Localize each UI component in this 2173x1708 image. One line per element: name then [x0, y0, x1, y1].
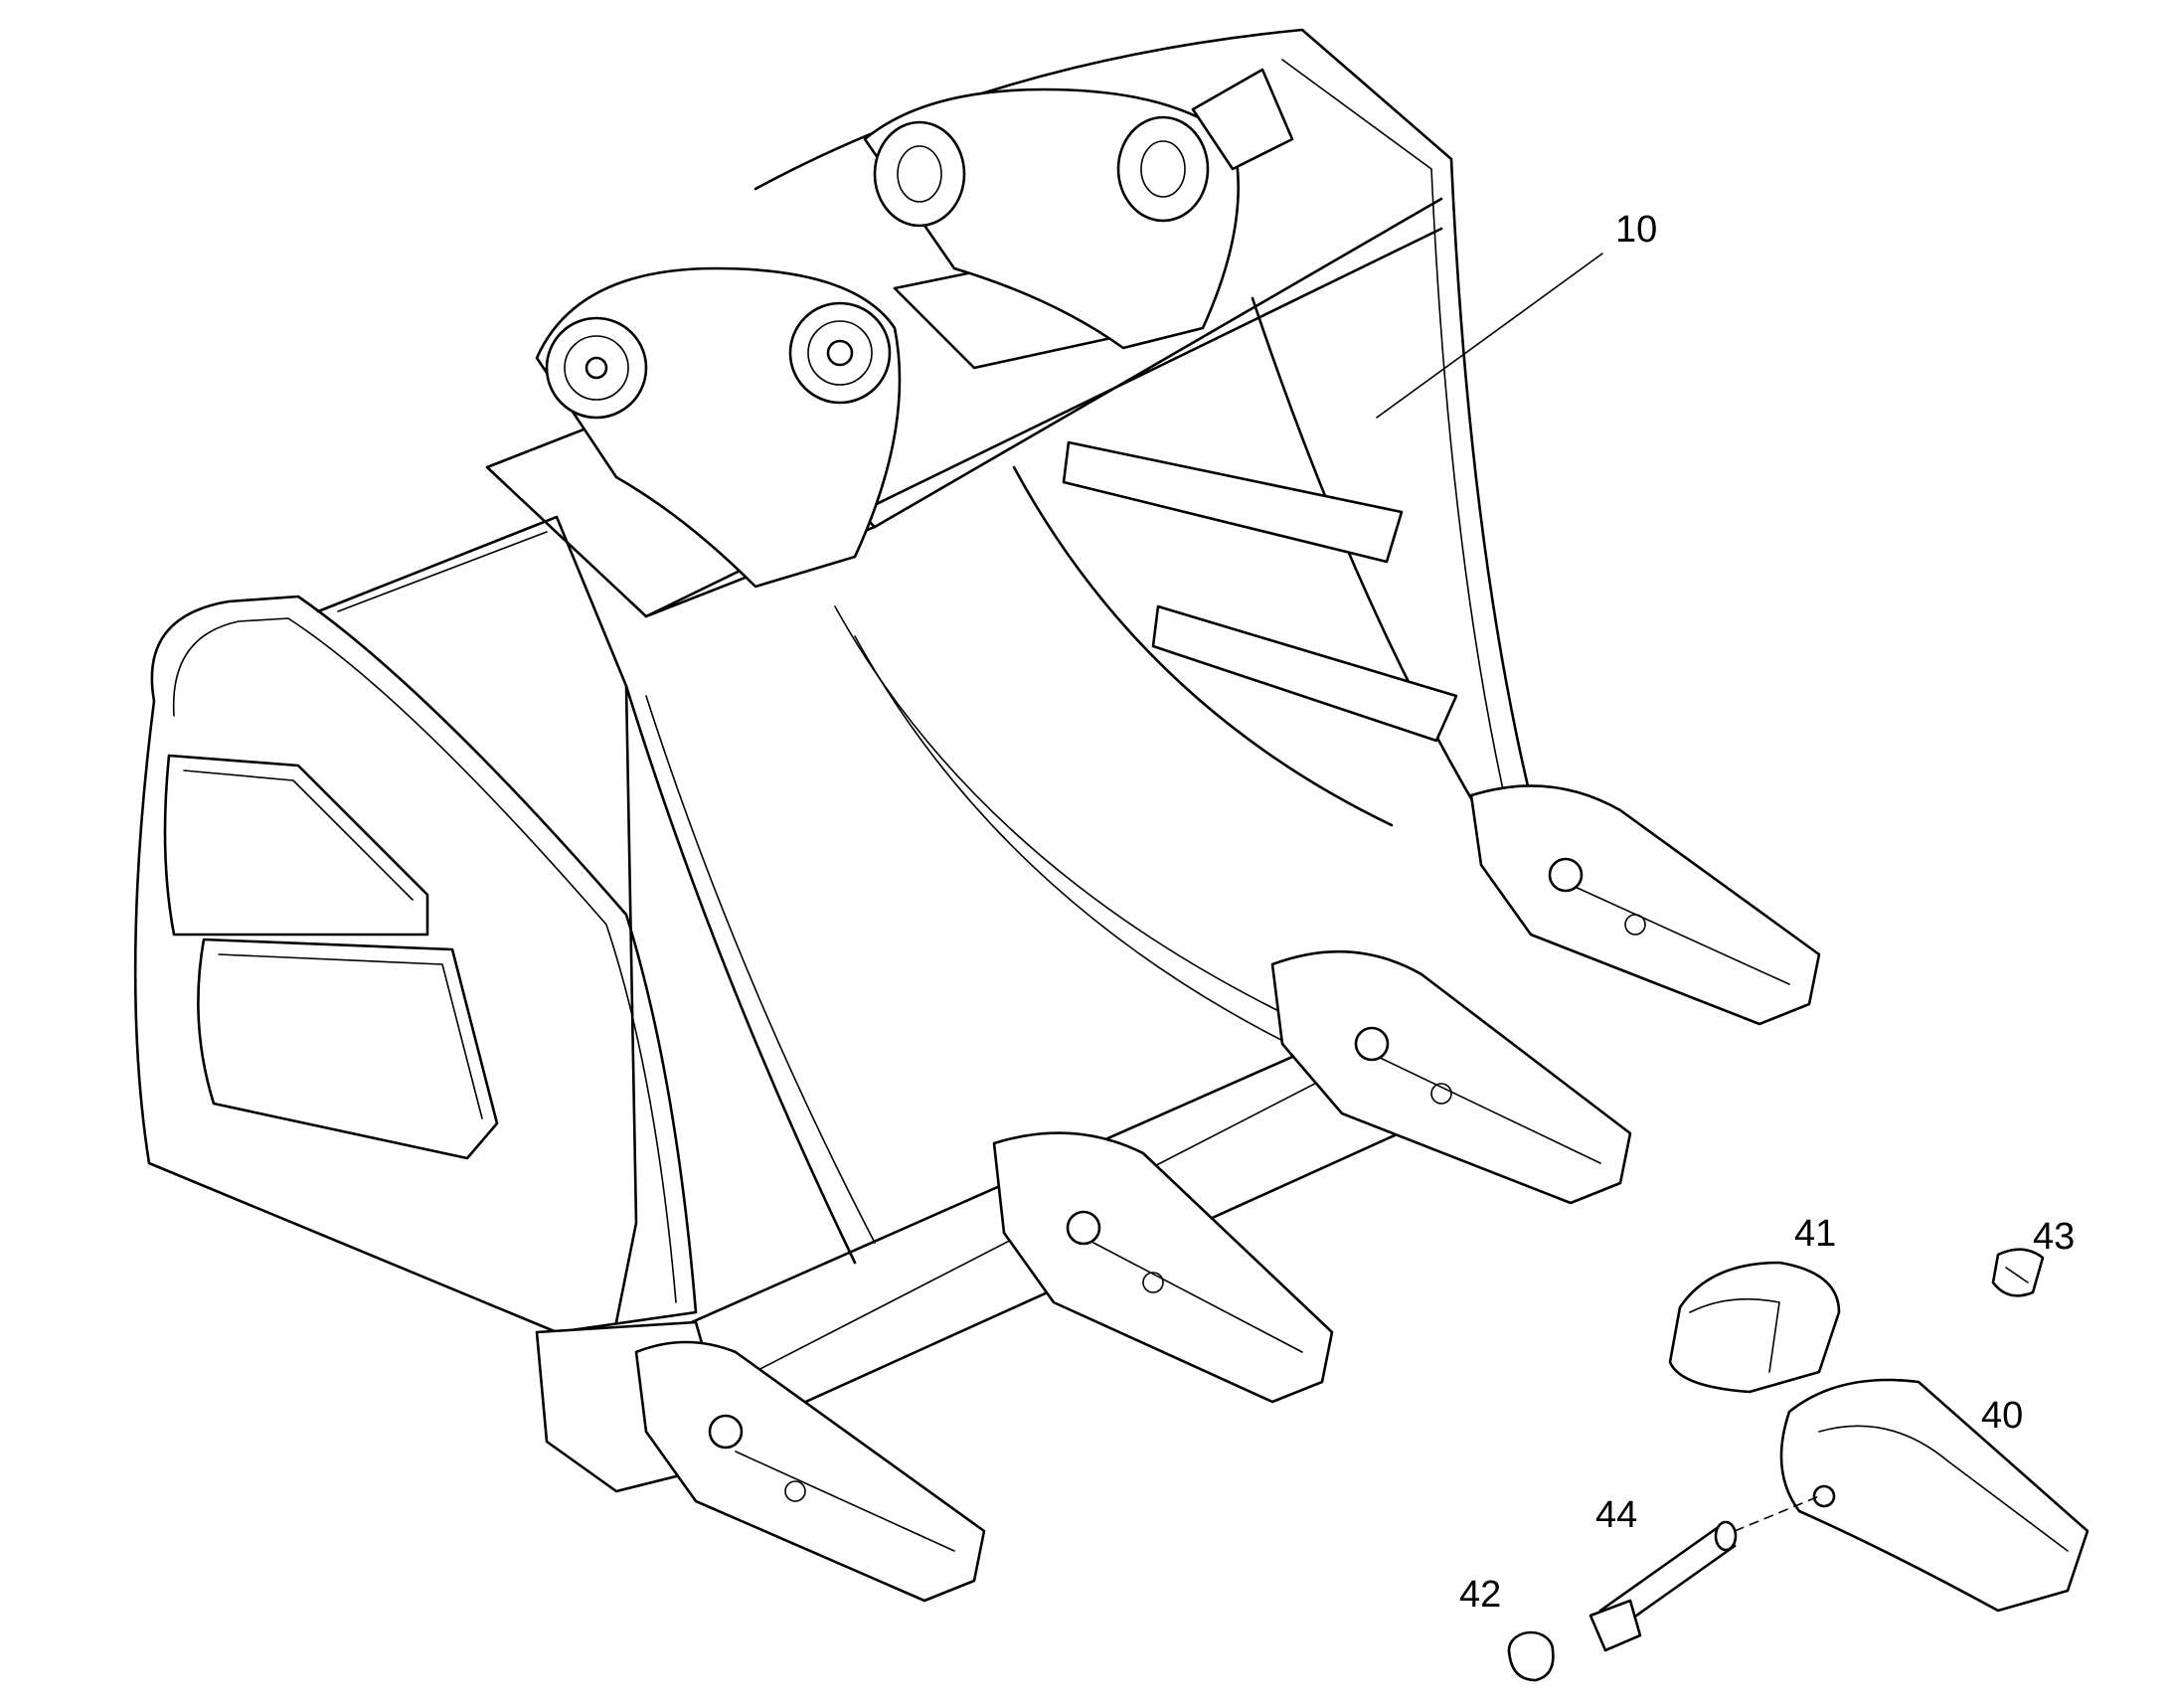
- leader-line-10: [1376, 253, 1603, 419]
- part-42-plug: [1507, 1630, 1555, 1682]
- part-44-pin: [1588, 1495, 1820, 1652]
- callout-44: 44: [1595, 1494, 1638, 1536]
- bucket-body: [133, 28, 1553, 1493]
- callout-41: 41: [1794, 1213, 1837, 1255]
- callout-10: 10: [1615, 209, 1658, 251]
- part-41-cover: [1668, 1261, 1841, 1394]
- mounted-tooth-1: [634, 1340, 986, 1603]
- callout-43: 43: [2033, 1216, 2076, 1258]
- mounted-tooth-4: [1469, 784, 1821, 1026]
- mounted-tooth-2: [992, 1131, 1334, 1404]
- callout-42: 42: [1459, 1574, 1502, 1616]
- part-40-tooth: [1779, 1378, 2089, 1613]
- mounted-tooth-3: [1270, 949, 1632, 1205]
- callout-40: 40: [1981, 1395, 2024, 1437]
- part-43-retainer: [1991, 1248, 2045, 1297]
